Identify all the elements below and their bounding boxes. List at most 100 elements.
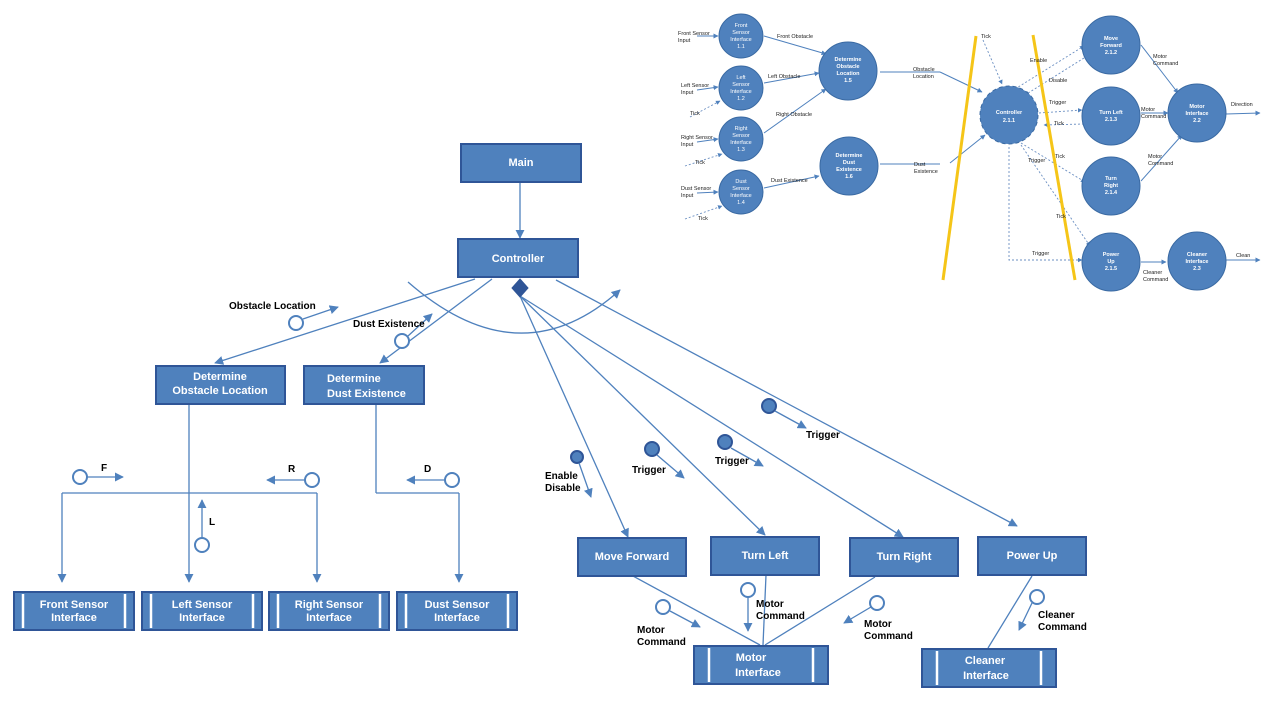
p1-2-line3: Interface [730, 89, 751, 95]
label-dust-existence: Dust Existence [771, 178, 808, 184]
label-cleaner-command-1: Cleaner [1143, 270, 1162, 276]
label-left-obstacle: Left Obstacle [768, 74, 800, 80]
label-tick-power-up: Tick [1056, 214, 1066, 220]
process-1-1[interactable]: Front Sensor Interface 1.1 [718, 13, 764, 59]
p1-1-line2: Sensor [732, 30, 750, 36]
p1-1-line1: Front [735, 23, 748, 29]
controller-to-turn-right-connector [519, 295, 904, 538]
p2-1-5-line2: Up [1107, 259, 1115, 265]
label-right-obstacle: Right Obstacle [776, 112, 812, 118]
couples: Obstacle Location Dust Existence F R L D… [72, 301, 1087, 648]
process-2-1-5[interactable]: Power Up 2.1.5 [1081, 232, 1141, 292]
p2-1-3-line2: 2.1.3 [1105, 117, 1117, 123]
label-clean: Clean [1236, 253, 1250, 259]
p1-3-line4: 1.3 [737, 147, 745, 153]
p2-1-5-line1: Power [1103, 252, 1120, 258]
p2-1-2-line2: Forward [1100, 43, 1122, 49]
label-front-sensor-input-2: Input [678, 38, 691, 44]
p1-4-line3: Interface [730, 193, 751, 199]
module-turn-right[interactable]: Turn Right [849, 537, 959, 577]
module-controller-label: Controller [492, 253, 545, 265]
controller-to-move-forward-connector [519, 295, 629, 538]
module-motor-interface[interactable]: Motor Interface [693, 645, 829, 685]
process-1-2[interactable]: Left Sensor Interface 1.2 [718, 65, 764, 111]
turn-right-to-motor-connector [764, 576, 876, 646]
process-1-4[interactable]: Dust Sensor Interface 1.4 [718, 169, 764, 215]
cleaner-interface-label-line1: Cleaner [965, 655, 1006, 667]
module-left-sensor-interface[interactable]: Left Sensor Interface [141, 591, 263, 631]
boundary-line-right [1031, 34, 1077, 281]
module-main[interactable]: Main [460, 143, 582, 183]
label-obstacle-location-2: Location [913, 74, 934, 80]
process-2-1-3[interactable]: Turn Left 2.1.3 [1081, 86, 1141, 146]
p1-6-line4: 1.6 [845, 174, 853, 180]
enable-flow [1014, 45, 1085, 90]
motor-command-couple-3-icon [869, 595, 885, 611]
process-1-6[interactable]: Determine Dust Existence 1.6 [819, 136, 879, 196]
label-front-sensor-input-1: Front Sensor [678, 31, 710, 37]
process-2-3[interactable]: Cleaner Interface 2.3 [1167, 231, 1227, 291]
process-2-1-2[interactable]: Move Forward 2.1.2 [1081, 15, 1141, 75]
process-2-1-1-controller[interactable]: Controller 2.1.1 [979, 85, 1039, 145]
module-turn-left[interactable]: Turn Left [710, 536, 820, 576]
process-1-3[interactable]: Right Sensor Interface 1.3 [718, 116, 764, 162]
dust-label-line1: Determine [327, 373, 381, 385]
module-determine-dust-existence[interactable]: Determine Dust Existence [303, 365, 425, 405]
p2-2-line2: Interface [1186, 111, 1209, 117]
trigger-couple-2-icon [717, 434, 733, 450]
label-dust-sensor-input-2: Input [681, 193, 694, 199]
label-trigger-2: Trigger [1028, 158, 1045, 164]
module-front-sensor-interface[interactable]: Front Sensor Interface [13, 591, 135, 631]
label-cleaner-command-2: Command [1143, 277, 1168, 283]
process-1-5[interactable]: Determine Obstacle Location 1.5 [818, 41, 878, 101]
move-forward-label: Move Forward [595, 551, 670, 563]
p2-1-2-line3: 2.1.2 [1105, 50, 1117, 56]
p1-5-line1: Determine [835, 57, 862, 63]
module-move-forward[interactable]: Move Forward [577, 537, 687, 577]
power-up-to-cleaner-connector [987, 575, 1033, 649]
label-dust-existence-out-1: Dust [914, 162, 926, 168]
module-cleaner-interface[interactable]: Cleaner Interface [921, 648, 1057, 688]
module-power-up[interactable]: Power Up [977, 536, 1087, 576]
motor-command-couple-2-icon [740, 582, 756, 598]
f-couple-label: F [101, 463, 107, 474]
turn-left-to-motor-connector [762, 574, 767, 646]
p2-2-line3: 2.2 [1193, 118, 1201, 124]
cleaner-command-line1: Cleaner [1038, 610, 1075, 621]
label-tick-controller: Tick [981, 34, 991, 40]
module-controller[interactable]: Controller [457, 238, 579, 278]
label-motor-command-a-2: Command [1153, 61, 1178, 67]
label-motor-command-b-1: Motor [1141, 107, 1155, 113]
module-determine-obstacle-location[interactable]: Determine Obstacle Location [155, 365, 286, 405]
flow-dust-sensor-input [696, 189, 719, 195]
dust-existence-couple-icon [394, 333, 410, 349]
motor-command-1-line2: Command [637, 637, 686, 648]
p1-2-line2: Sensor [732, 82, 750, 88]
flow-motor-command-1 [1140, 44, 1179, 94]
flow-front-obstacle [763, 35, 827, 56]
p2-1-1-line1: Controller [996, 110, 1023, 116]
right-sensor-label-line1: Right Sensor [295, 599, 364, 611]
flow-right-sensor-input [696, 137, 719, 143]
motor-interface-label-line2: Interface [735, 667, 781, 679]
p1-2-line1: Left [736, 75, 746, 81]
flow-obstacle-to-controller [939, 71, 983, 93]
controller-to-obstacle-connector [214, 278, 476, 365]
r-couple-icon [304, 472, 320, 488]
label-tick-turn-right: Tick [1055, 154, 1065, 160]
trigger-couple-3-arrow [774, 410, 807, 429]
module-dust-sensor-interface[interactable]: Dust Sensor Interface [396, 591, 518, 631]
front-sensor-label-line1: Front Sensor [40, 599, 109, 611]
module-right-sensor-interface[interactable]: Right Sensor Interface [268, 591, 390, 631]
p2-3-line2: Interface [1186, 259, 1209, 265]
process-2-1-4[interactable]: Turn Right 2.1.4 [1081, 156, 1141, 216]
p2-1-4-line2: Right [1104, 183, 1118, 189]
obstacle-location-couple-label: Obstacle Location [229, 301, 316, 312]
motor-command-2-line2: Command [756, 611, 805, 622]
disable-couple-label: Disable [545, 483, 581, 494]
tick-flow-power-up [1020, 144, 1091, 247]
enable-disable-couple-icon [570, 450, 584, 464]
obstacle-label-line2: Obstacle Location [172, 385, 268, 397]
motor-command-couple-3-arrow [843, 606, 872, 624]
process-2-2[interactable]: Motor Interface 2.2 [1167, 83, 1227, 143]
